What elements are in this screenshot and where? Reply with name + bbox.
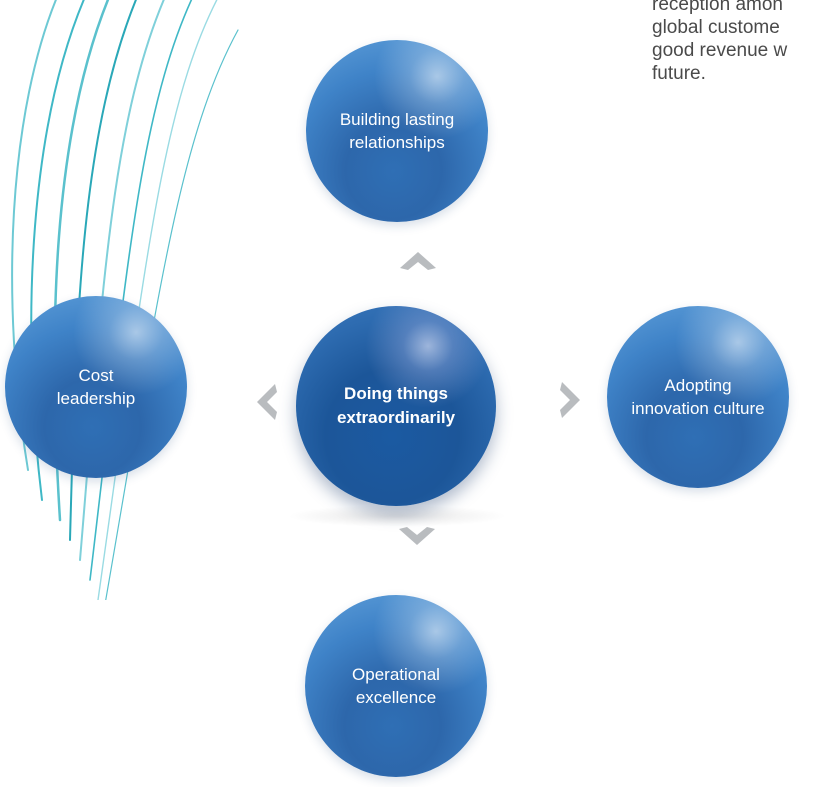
node-right-label: Adopting innovation culture — [625, 374, 770, 420]
center-shadow — [287, 505, 507, 527]
node-right: Adopting innovation culture — [607, 306, 789, 488]
node-top-line1: Building lasting — [339, 110, 455, 129]
node-right-line1: Adopting — [664, 376, 732, 395]
snippet-line: good revenue w — [652, 40, 788, 61]
node-left-line2: leadership — [56, 389, 136, 408]
snippet-line: future. — [652, 63, 706, 84]
snippet-line: reception amon — [652, 0, 783, 15]
chevron-down-icon — [399, 527, 435, 545]
node-left-line1: Cost — [78, 366, 114, 385]
node-center-line2: extraordinarily — [336, 408, 456, 427]
chevron-up-icon — [400, 252, 436, 270]
chevron-right-icon — [560, 382, 580, 418]
node-bottom-line2: excellence — [355, 688, 437, 707]
decorative-swirl — [11, 0, 239, 600]
snippet-line: global custome — [652, 17, 780, 38]
node-center-label: Doing things extraordinarily — [331, 382, 461, 430]
node-left-label: Cost leadership — [51, 364, 141, 410]
node-top-line2: relationships — [349, 133, 445, 152]
node-bottom-line1: Operational — [352, 665, 440, 684]
text-snippet: reception amon global custome good reven… — [652, 0, 813, 85]
node-bottom-label: Operational excellence — [346, 663, 446, 709]
node-center-line1: Doing things — [344, 384, 448, 403]
node-right-line2: innovation culture — [631, 399, 765, 418]
node-left: Cost leadership — [5, 296, 187, 478]
node-top: Building lasting relationships — [306, 40, 488, 222]
node-top-label: Building lasting relationships — [334, 108, 460, 154]
node-bottom: Operational excellence — [305, 595, 487, 777]
node-center: Doing things extraordinarily — [296, 306, 496, 506]
chevron-left-icon — [257, 384, 277, 420]
